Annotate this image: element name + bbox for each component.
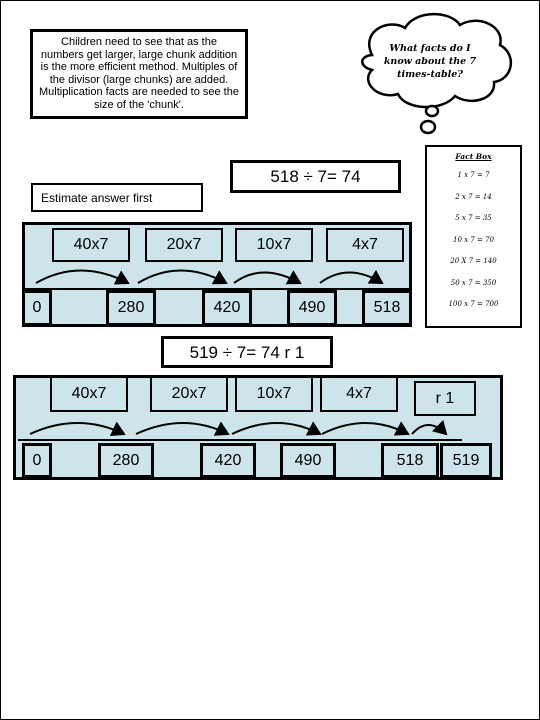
chunk-label: 10x7 bbox=[235, 376, 313, 412]
fact-line: 50 x 7 = 350 bbox=[450, 278, 497, 287]
number-mark: 280 bbox=[106, 290, 156, 326]
teaching-note: Children need to see that as the numbers… bbox=[30, 29, 248, 119]
number-mark: 0 bbox=[22, 290, 52, 326]
fact-line: 2 x 7 = 14 bbox=[455, 192, 492, 201]
jump-arc bbox=[135, 421, 230, 436]
jump-arc bbox=[411, 419, 448, 436]
jump-arc bbox=[319, 269, 384, 285]
fact-box: Fact Box 1 x 7 = 7 2 x 7 = 14 5 x 7 = 35… bbox=[425, 145, 522, 328]
number-mark: 0 bbox=[22, 443, 52, 478]
fact-line: 100 x 7 = 700 bbox=[448, 300, 499, 308]
fact-line: 5 x 7 = 35 bbox=[455, 214, 492, 222]
number-mark: 490 bbox=[287, 290, 337, 326]
fact-line: 20 X 7 = 140 bbox=[450, 257, 497, 265]
chunk-label: 40x7 bbox=[52, 228, 130, 262]
fact-box-title: Fact Box bbox=[455, 152, 492, 161]
number-mark: 420 bbox=[200, 443, 256, 478]
thought-cloud-icon bbox=[361, 12, 513, 135]
number-mark: 518 bbox=[381, 443, 439, 478]
chunk-label: 20x7 bbox=[150, 376, 228, 412]
number-mark: 280 bbox=[98, 443, 154, 478]
number-mark: 518 bbox=[362, 290, 412, 326]
jump-arc bbox=[321, 421, 410, 436]
remainder-label: r 1 bbox=[414, 381, 476, 416]
jump-arc bbox=[233, 270, 302, 285]
chunk-label: 40x7 bbox=[50, 376, 128, 412]
jump-arc bbox=[35, 269, 130, 285]
thought-question: What facts do I know about the 7 times-t… bbox=[383, 43, 477, 80]
estimate-prompt: Estimate answer first bbox=[31, 183, 203, 212]
chunk-label: 10x7 bbox=[235, 228, 313, 262]
fact-line: 1 x 7 = 7 bbox=[457, 171, 490, 179]
jump-arc bbox=[29, 421, 126, 437]
fact-line: 10 x 7 = 70 bbox=[453, 235, 494, 244]
equation-518: 518 ÷ 7= 74 bbox=[230, 160, 401, 193]
number-mark: 519 bbox=[440, 443, 492, 478]
equation-519: 519 ÷ 7= 74 r 1 bbox=[161, 336, 333, 368]
jump-arc bbox=[137, 269, 228, 285]
chunk-label: 4x7 bbox=[320, 376, 398, 412]
number-mark: 420 bbox=[202, 290, 252, 326]
chunk-label: 20x7 bbox=[145, 228, 223, 262]
number-mark: 490 bbox=[280, 443, 336, 478]
jump-arc bbox=[231, 421, 322, 436]
chunk-label: 4x7 bbox=[326, 228, 404, 262]
